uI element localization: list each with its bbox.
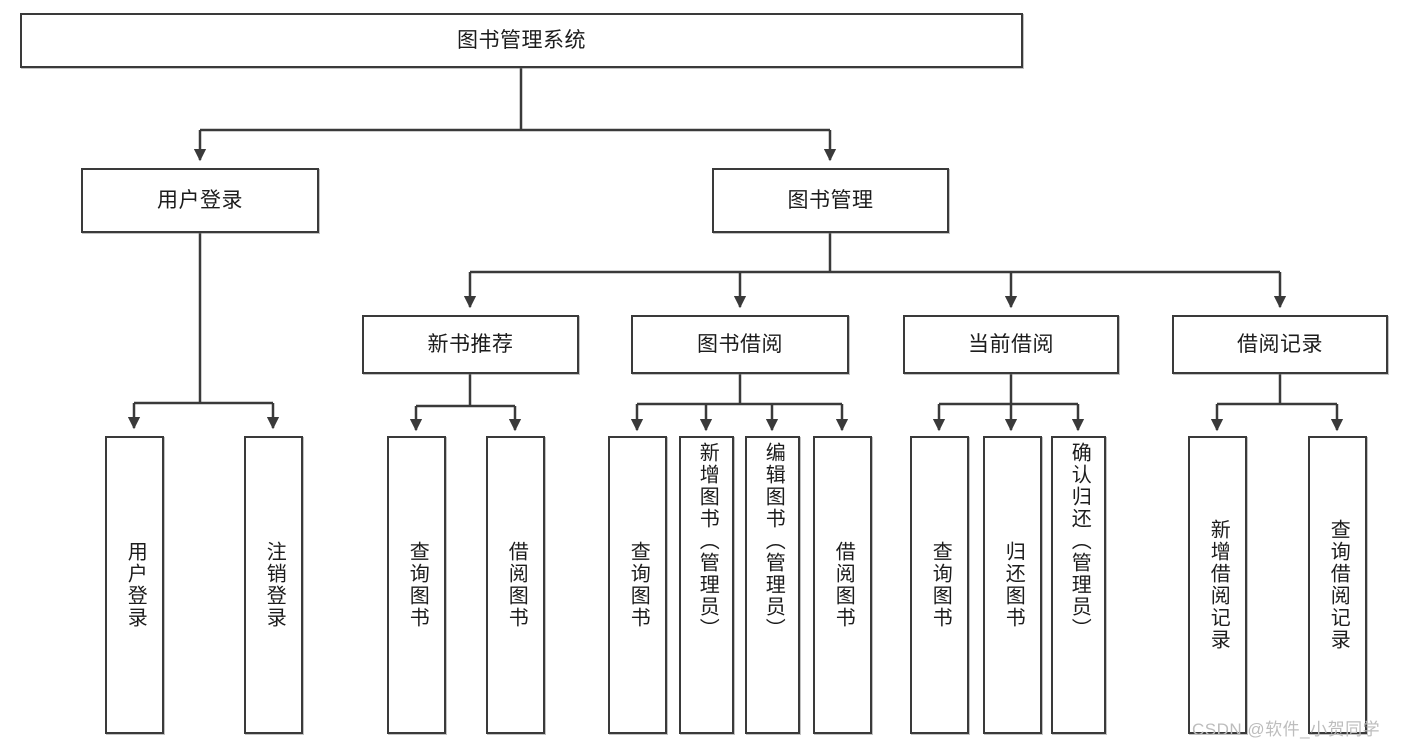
leaf-user-login-label: 用户登录: [124, 541, 147, 629]
node-root[interactable]: 图书管理系统: [20, 13, 1023, 68]
node-book-borrow-label: 图书借阅: [697, 332, 783, 356]
leaf-query-book-2-label: 查询图书: [627, 541, 650, 629]
leaf-logout[interactable]: 注销登录: [244, 436, 303, 734]
leaf-borrow-book-1-label: 借阅图书: [505, 541, 528, 629]
leaf-add-record[interactable]: 新增借阅记录: [1188, 436, 1247, 734]
leaf-add-record-label: 新增借阅记录: [1207, 519, 1230, 651]
leaf-borrow-book-2[interactable]: 借阅图书: [813, 436, 872, 734]
leaf-add-book[interactable]: 新增图书（管理员）: [679, 436, 734, 734]
node-book-manage[interactable]: 图书管理: [712, 168, 949, 233]
node-user-login-label: 用户登录: [157, 188, 243, 212]
csdn-watermark: CSDN @软件_小贺同学: [1192, 720, 1381, 739]
node-root-label: 图书管理系统: [457, 28, 586, 52]
node-current-borrow[interactable]: 当前借阅: [903, 315, 1119, 374]
leaf-query-book-3[interactable]: 查询图书: [910, 436, 969, 734]
leaf-borrow-book-2-label: 借阅图书: [832, 541, 855, 629]
leaf-query-book-1-label: 查询图书: [406, 541, 429, 629]
node-new-book-rec[interactable]: 新书推荐: [362, 315, 579, 374]
leaf-edit-book[interactable]: 编辑图书（管理员）: [745, 436, 800, 734]
node-borrow-record[interactable]: 借阅记录: [1172, 315, 1388, 374]
node-book-borrow[interactable]: 图书借阅: [631, 315, 849, 374]
leaf-query-record-label: 查询借阅记录: [1327, 519, 1350, 651]
node-current-borrow-label: 当前借阅: [968, 332, 1054, 356]
node-new-book-rec-label: 新书推荐: [427, 332, 514, 356]
leaf-add-book-label: 新增图书（管理员）: [696, 442, 719, 640]
leaf-confirm-return-label: 确认归还（管理员）: [1068, 442, 1091, 640]
leaf-return-book-label: 归还图书: [1002, 541, 1025, 629]
leaf-query-book-1[interactable]: 查询图书: [387, 436, 446, 734]
leaf-return-book[interactable]: 归还图书: [983, 436, 1042, 734]
leaf-user-login[interactable]: 用户登录: [105, 436, 164, 734]
leaf-logout-label: 注销登录: [263, 541, 286, 629]
leaf-query-book-3-label: 查询图书: [929, 541, 952, 629]
node-user-login[interactable]: 用户登录: [81, 168, 319, 233]
leaf-confirm-return[interactable]: 确认归还（管理员）: [1051, 436, 1106, 734]
leaf-query-record[interactable]: 查询借阅记录: [1308, 436, 1367, 734]
leaf-borrow-book-1[interactable]: 借阅图书: [486, 436, 545, 734]
leaf-query-book-2[interactable]: 查询图书: [608, 436, 667, 734]
node-book-manage-label: 图书管理: [787, 188, 874, 212]
leaf-edit-book-label: 编辑图书（管理员）: [762, 442, 785, 640]
node-borrow-record-label: 借阅记录: [1237, 332, 1323, 356]
